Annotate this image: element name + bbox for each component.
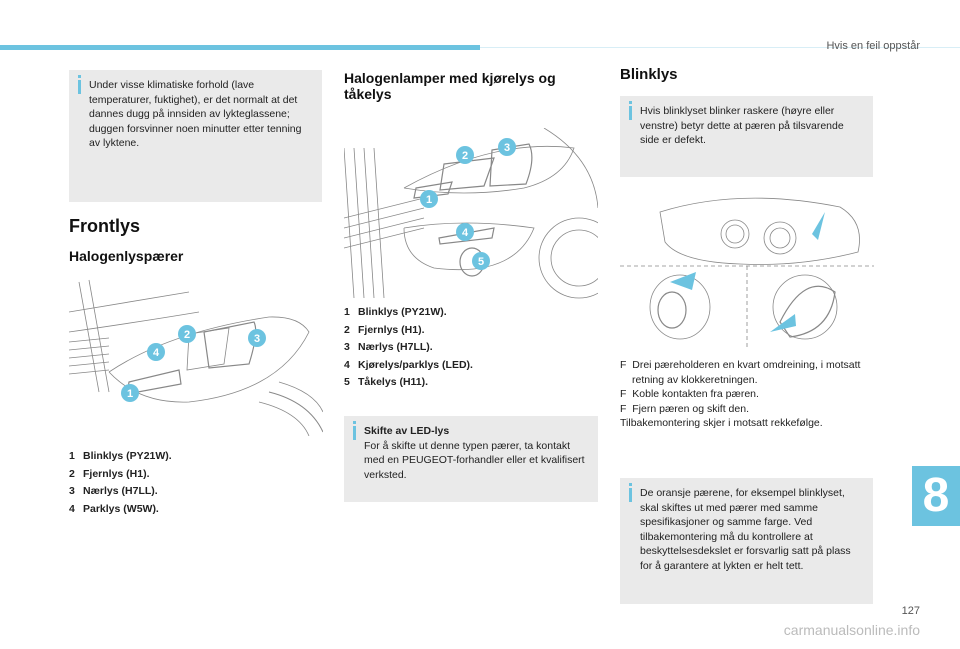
chapter-tab: 8 — [912, 466, 960, 526]
svg-text:4: 4 — [153, 347, 160, 359]
svg-text:3: 3 — [504, 142, 510, 154]
svg-text:2: 2 — [462, 150, 468, 162]
callout-badges: 1 2 3 4 5 — [420, 138, 516, 270]
step-item: F Drei pæreholderen en kvart omdreining,… — [620, 359, 861, 386]
info-icon — [629, 101, 632, 120]
heading-blinklys: Blinklys — [620, 66, 678, 83]
page-number: 127 — [901, 605, 920, 617]
info-note-fog: Under visse klimatiske forhold (lave tem… — [69, 70, 322, 202]
heading-frontlys: Frontlys — [69, 216, 141, 236]
note-text: For å skifte ut denne typen pærer, ta ko… — [364, 439, 585, 481]
callout-badges: 4 2 3 1 — [121, 325, 266, 402]
info-icon — [78, 75, 81, 94]
svg-text:5: 5 — [478, 256, 484, 268]
info-icon — [353, 421, 356, 440]
watermark: carmanualsonline.info — [783, 622, 920, 638]
svg-text:1: 1 — [127, 388, 133, 400]
rotation-arrows — [670, 212, 825, 332]
svg-text:4: 4 — [462, 227, 469, 239]
refit-text: Tilbakemontering skjer i motsatt rekkefø… — [620, 417, 823, 429]
heading-halogen-drl: Halogenlamper med kjørelys og tåkelys — [344, 70, 556, 102]
header-bar — [0, 45, 480, 50]
subheading-halogen: Halogenlyspærer — [69, 248, 184, 264]
svg-text:2: 2 — [184, 329, 190, 341]
note-text: De oransje pærene, for eksempel blinklys… — [640, 487, 851, 572]
note-title: Skifte av LED-lys — [364, 425, 450, 437]
note-text: Under visse klimatiske forhold (lave tem… — [89, 79, 302, 149]
info-note-blink: Hvis blinklyset blinker raskere (høyre e… — [620, 96, 873, 177]
header-rule — [480, 47, 960, 48]
note-text: Hvis blinklyset blinker raskere (høyre e… — [640, 105, 844, 146]
step-item: F Fjern pæren og skift den. — [620, 402, 749, 415]
headlight-illustration-1: 4 2 3 1 — [69, 279, 323, 436]
info-note-orange: De oransje pærene, for eksempel blinklys… — [620, 478, 873, 604]
section-title: Hvis en feil oppstår — [826, 40, 920, 52]
step-item: F Koble kontakten fra pæren. — [620, 388, 759, 400]
instruction-steps: F Drei pæreholderen en kvart omdreining,… — [620, 358, 876, 431]
svg-text:3: 3 — [254, 333, 260, 345]
headlight-illustration-2: 1 2 3 4 5 — [344, 128, 598, 299]
bulb-replacement-illustration — [620, 197, 874, 348]
info-note-led: Skifte av LED-lys For å skifte ut denne … — [344, 416, 598, 502]
svg-text:1: 1 — [426, 194, 432, 206]
info-icon — [629, 483, 632, 502]
